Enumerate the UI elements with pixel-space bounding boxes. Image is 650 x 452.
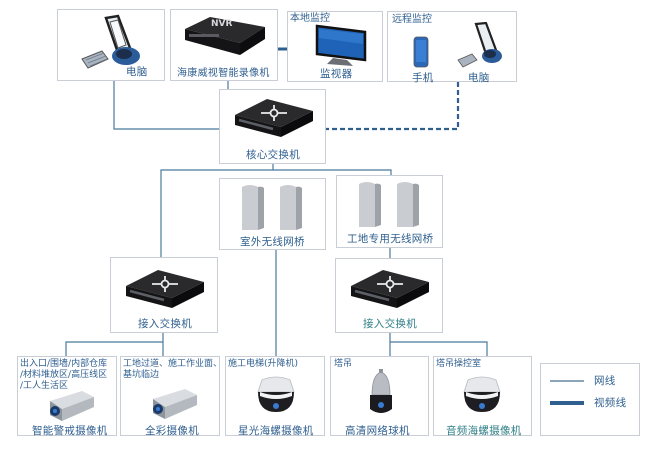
remote-monitoring-title: 远程监控: [392, 14, 432, 25]
bridge-label-outdoor: 室外无线网桥: [240, 236, 305, 248]
camera-location-line: /工人生活区: [20, 381, 69, 391]
camera-location-line: 基坑临边: [123, 370, 160, 380]
nvr-label: 海康威视智能录像机: [177, 68, 270, 79]
phone-icon: [413, 36, 429, 68]
legend-label-network-cable: 网线: [594, 375, 616, 387]
pc-label: 电脑: [126, 66, 148, 78]
line-switch-l-cam1: [65, 341, 163, 356]
local-monitoring-title: 本地监控: [290, 13, 330, 24]
legend-swatch-video-cable: [550, 401, 584, 405]
access-switch-box-right: 接入交换机: [335, 258, 443, 333]
line-branch-bus: [160, 169, 392, 257]
line-pc-to-core: [113, 81, 219, 130]
bullet-camera-icon: [50, 391, 94, 421]
bridge-box-site: 工地专用无线网桥: [336, 175, 443, 248]
pc-box: 电脑: [57, 9, 165, 81]
camera-label: 全彩摄像机: [145, 425, 199, 437]
line-switch-r-cam5: [390, 341, 488, 356]
switch-icon: [126, 270, 204, 308]
camera-box-smart-alert: 出入口/围墙/内部仓库 /材料堆放区/高压线区 /工人生活区 智能警戒摄像机: [17, 356, 117, 437]
legend: 网线 视频线: [540, 363, 640, 436]
access-switch-label-left: 接入交换机: [138, 318, 192, 330]
monitor-label: 监视器: [320, 68, 353, 80]
bridge-label-site: 工地专用无线网桥: [347, 233, 434, 245]
ptz-camera-icon: [370, 369, 392, 413]
camera-location-line: 塔吊: [334, 359, 353, 369]
bridge-box-outdoor: 室外无线网桥: [219, 178, 326, 250]
access-switch-box-left: 接入交换机: [110, 257, 218, 333]
switch-icon: [235, 99, 313, 137]
camera-label: 音频海螺摄像机: [446, 425, 522, 437]
core-switch-label: 核心交换机: [246, 149, 300, 161]
remote-computer-icon: [457, 22, 502, 68]
legend-label-video-cable: 视频线: [594, 397, 627, 409]
camera-location-line: /材料堆放区/高压线区: [20, 370, 108, 380]
line-remote-dashed: [326, 82, 460, 131]
core-switch-box: 核心交换机: [219, 89, 326, 164]
local-monitoring-box: 本地监控 监视器: [287, 11, 383, 82]
computer-icon: [81, 14, 140, 69]
camera-label: 智能警戒摄像机: [32, 425, 108, 437]
camera-box-audio-dome: 塔吊操控室 音频海螺摄像机: [433, 356, 532, 437]
remote-monitoring-box: 远程监控 手机 电脑: [387, 11, 517, 84]
nvr-box: NVR 海康威视智能录像机: [170, 9, 278, 81]
nvr-device-text: NVR: [211, 19, 233, 29]
camera-location-line: 出入口/围墙/内部仓库: [20, 359, 108, 369]
access-switch-label-right: 接入交换机: [363, 318, 417, 330]
camera-box-ptz: 塔吊 高清网络球机: [330, 356, 429, 437]
legend-swatch-network-cable: [550, 380, 584, 382]
bullet-camera-icon: [153, 389, 197, 419]
remote-pc-label: 电脑: [468, 72, 490, 84]
camera-label: 高清网络球机: [345, 425, 410, 437]
switch-icon: [351, 270, 429, 308]
camera-location-line: 施工电梯(升降机): [228, 359, 299, 369]
wireless-bridge-icon: [359, 182, 419, 227]
monitor-icon: [315, 24, 367, 66]
phone-label: 手机: [412, 72, 434, 84]
nvr-icon: [185, 17, 265, 55]
dome-camera-icon: [257, 376, 295, 412]
camera-location-line: 塔吊操控室: [436, 359, 482, 369]
camera-label: 星光海螺摄像机: [238, 425, 314, 437]
dome-camera-icon: [463, 376, 501, 412]
camera-box-starlight-dome: 施工电梯(升降机) 星光海螺摄像机: [225, 356, 325, 437]
camera-box-full-color: 工地过道、施工作业面、 基坑临边 全彩摄像机: [120, 356, 223, 437]
wireless-bridge-icon: [242, 185, 302, 230]
camera-location-line: 工地过道、施工作业面、: [123, 359, 223, 369]
